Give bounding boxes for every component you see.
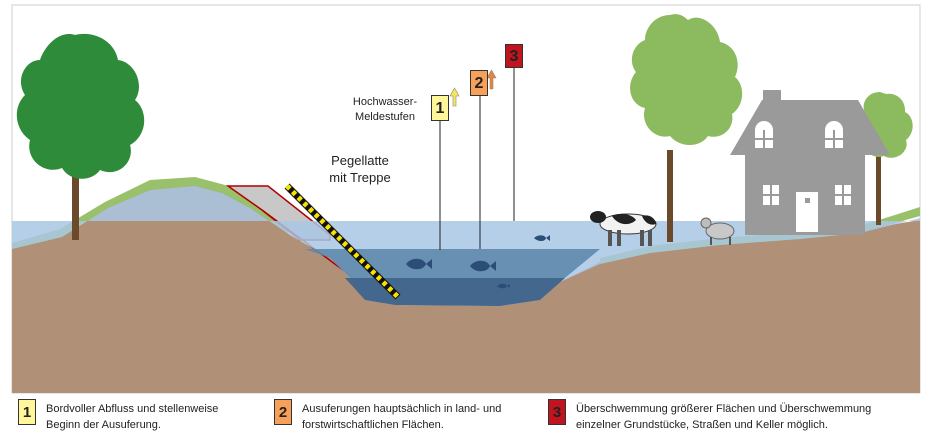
fish-icon (534, 235, 550, 241)
meldestufen-line2: Meldestufen (355, 111, 415, 123)
water-surface (12, 186, 920, 306)
legend-2-text: Ausuferungen hauptsächlich in land- und … (302, 401, 501, 433)
pegel-line1: Pegellatte (331, 153, 389, 168)
meldestufen-label: Hochwasser- Meldestufen (342, 95, 428, 125)
level-3-badge: 3 (505, 44, 523, 68)
ground (12, 182, 920, 393)
sheep-icon (700, 217, 735, 245)
arrow-up-icon (486, 69, 497, 90)
legend-1-line2: Beginn der Ausuferung. (46, 419, 161, 431)
level-1-badge: 1 (431, 95, 449, 121)
house-icon (730, 90, 890, 235)
legend-3-line2: einzelner Grundstücke, Straßen und Kelle… (576, 419, 828, 431)
legend-3-text: Überschwemmung größerer Flächen und Über… (576, 401, 871, 433)
tree-icon (16, 33, 145, 240)
fish-icon (406, 258, 432, 270)
tree-icon (630, 14, 743, 242)
pegel-staff (284, 183, 401, 300)
legend-3-line1: Überschwemmung größerer Flächen und Über… (576, 403, 872, 415)
arrow-up-icon (449, 87, 460, 107)
legend-1-text: Bordvoller Abfluss und stellenweise Begi… (46, 401, 218, 433)
fish-icon (470, 260, 496, 272)
fish-icon (497, 283, 510, 289)
legend-3-badge: 3 (548, 399, 566, 425)
level-2-badge: 2 (470, 70, 488, 96)
legend-1-line1: Bordvoller Abfluss und stellenweise (46, 403, 219, 415)
cow-icon (590, 211, 657, 246)
legend-1-badge: 1 (18, 399, 36, 425)
pegel-label: Pegellatte mit Treppe (322, 152, 398, 186)
meldestufen-line1: Hochwasser- (352, 96, 418, 108)
legend-2-line1: Ausuferungen hauptsächlich in land- und (302, 403, 502, 415)
legend-2-line2: forstwirtschaftlichen Flächen. (302, 419, 444, 431)
legend-2-badge: 2 (274, 399, 292, 425)
pegel-line2: mit Treppe (329, 170, 391, 185)
